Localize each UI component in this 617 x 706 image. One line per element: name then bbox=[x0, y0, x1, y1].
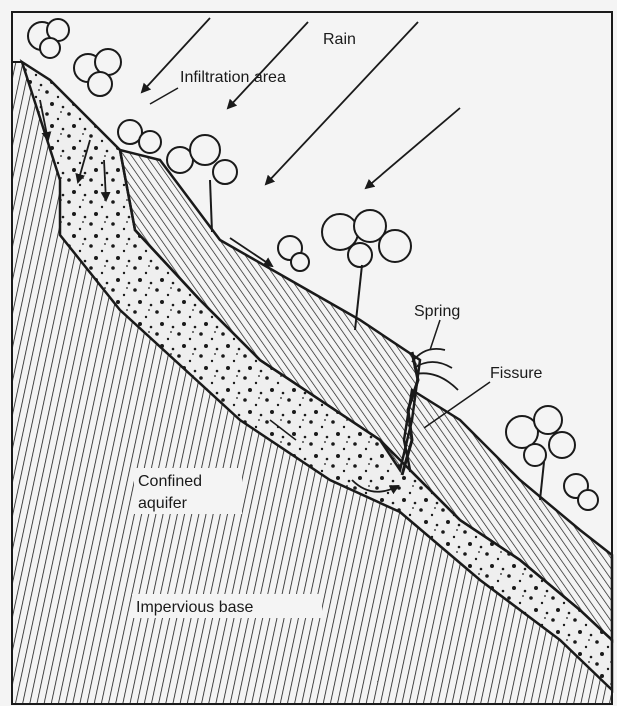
fissure-label: Fissure bbox=[490, 365, 543, 382]
impervious-base-label: Impervious base bbox=[136, 599, 253, 616]
confined-aquifer-label-line1: Confined bbox=[138, 473, 202, 490]
confined-aquifer-label-line2: aquifer bbox=[138, 495, 188, 512]
spring-label: Spring bbox=[414, 303, 460, 320]
rain-label: Rain bbox=[323, 31, 356, 48]
infiltration-area-label: Infiltration area bbox=[180, 69, 286, 86]
